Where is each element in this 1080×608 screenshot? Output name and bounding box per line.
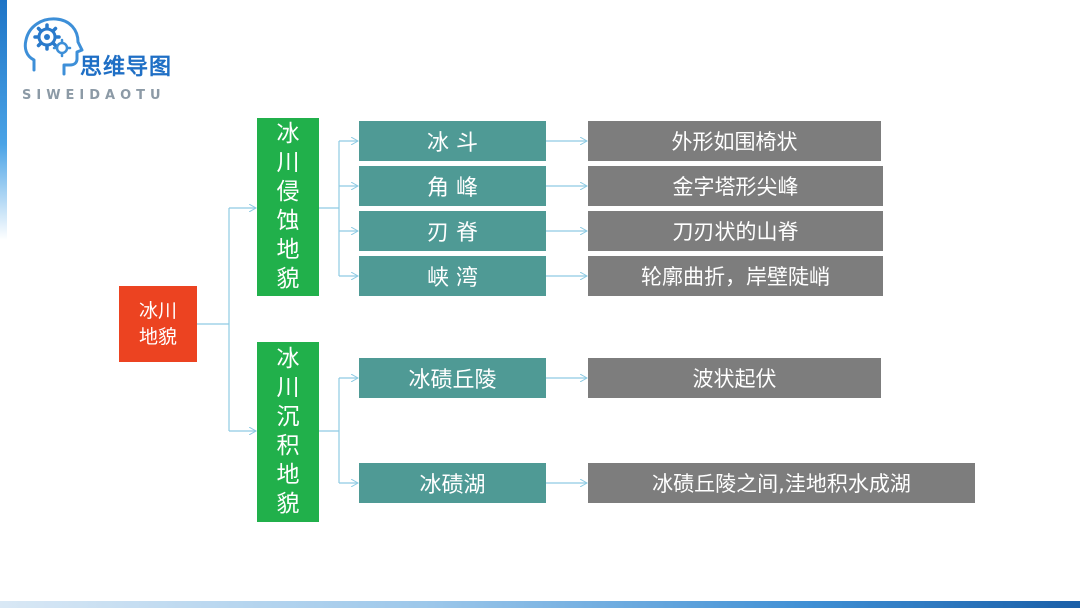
category-deposition-node: 冰 川 沉 积 地 貌	[257, 342, 319, 522]
subtype-node: 冰 斗	[359, 121, 546, 161]
description-node: 波状起伏	[588, 358, 881, 398]
subtype-node: 峡 湾	[359, 256, 546, 296]
logo-subtitle: SIWEIDAOTU	[22, 88, 166, 103]
category-char: 沉	[276, 404, 300, 430]
category-char: 冰	[276, 121, 300, 147]
subtype-node: 冰碛丘陵	[359, 358, 546, 398]
root-node: 冰川 地貌	[119, 286, 197, 362]
root-label-line2: 地貌	[138, 326, 177, 348]
left-accent-bar	[0, 0, 7, 240]
subtype-node: 刃 脊	[359, 211, 546, 251]
category-char: 貌	[276, 491, 300, 517]
category-char: 冰	[276, 346, 300, 372]
logo: 思维导图 SIWEIDAOTU	[20, 12, 220, 108]
category-char: 积	[276, 433, 300, 459]
category-char: 蚀	[276, 208, 300, 234]
category-char: 川	[276, 150, 300, 176]
category-char: 地	[276, 462, 300, 488]
description-node: 金字塔形尖峰	[588, 166, 883, 206]
category-char: 貌	[276, 266, 300, 292]
category-erosion-node: 冰 川 侵 蚀 地 貌	[257, 118, 319, 296]
head-gear-icon	[23, 17, 84, 76]
root-label-line1: 冰川	[138, 300, 177, 322]
category-char: 侵	[276, 179, 300, 205]
description-node: 轮廓曲折，岸壁陡峭	[588, 256, 883, 296]
description-node: 外形如围椅状	[588, 121, 881, 161]
category-char: 川	[276, 375, 300, 401]
bottom-gradient-bar	[0, 601, 1080, 608]
subtype-node: 角 峰	[359, 166, 546, 206]
description-node: 冰碛丘陵之间,洼地积水成湖	[588, 463, 975, 503]
subtype-node: 冰碛湖	[359, 463, 546, 503]
category-char: 地	[276, 237, 300, 263]
description-node: 刀刃状的山脊	[588, 211, 883, 251]
logo-title: 思维导图	[80, 55, 173, 80]
